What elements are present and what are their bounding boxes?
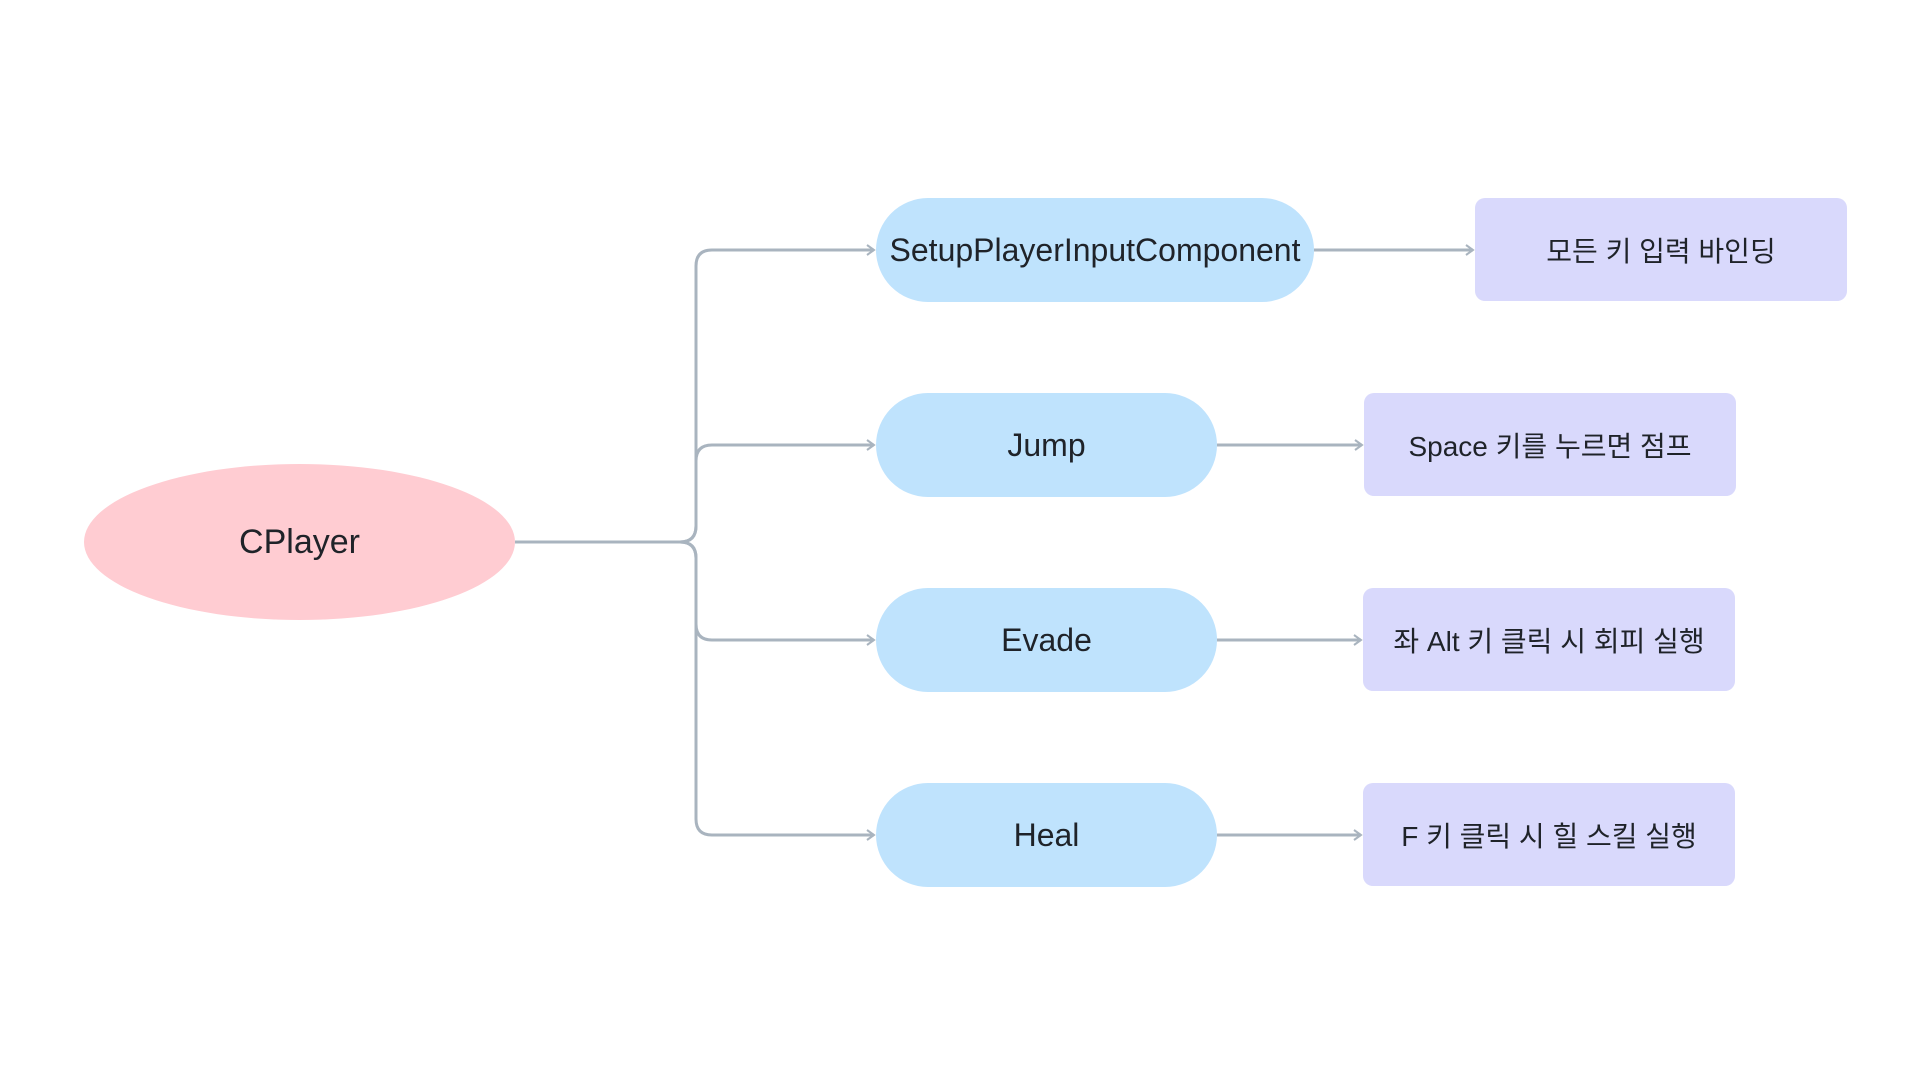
method-node-label: Heal	[1013, 816, 1080, 853]
description-node-setup-player-input-component[interactable]: 모든 키 입력 바인딩	[1475, 198, 1847, 301]
method-node-heal[interactable]: Heal	[876, 783, 1217, 887]
description-node-heal[interactable]: F 키 클릭 시 힐 스킬 실행	[1363, 783, 1735, 886]
branch-line-jump	[679, 439, 876, 544]
branch-line-evade	[679, 540, 876, 646]
method-node-evade[interactable]: Evade	[876, 588, 1217, 692]
description-node-label: Space 키를 누르면 점프	[1408, 430, 1692, 462]
method-node-label: Jump	[1007, 426, 1086, 463]
description-node-label: 모든 키 입력 바인딩	[1546, 235, 1776, 267]
branch-line-heal	[679, 540, 876, 841]
method-node-label: Evade	[1001, 621, 1092, 658]
description-node-jump[interactable]: Space 키를 누르면 점프	[1364, 393, 1736, 496]
description-node-evade[interactable]: 좌 Alt 키 클릭 시 회피 실행	[1363, 588, 1735, 691]
branch-line-setup	[679, 244, 876, 544]
description-node-label: F 키 클릭 시 힐 스킬 실행	[1401, 820, 1697, 852]
method-node-jump[interactable]: Jump	[876, 393, 1217, 497]
description-node-label: 좌 Alt 키 클릭 시 회피 실행	[1393, 625, 1705, 657]
method-node-setup-player-input-component[interactable]: SetupPlayerInputComponent	[876, 198, 1314, 302]
root-node-cplayer[interactable]: CPlayer	[84, 464, 515, 620]
method-node-label: SetupPlayerInputComponent	[889, 231, 1301, 268]
root-node-label: CPlayer	[239, 522, 360, 561]
